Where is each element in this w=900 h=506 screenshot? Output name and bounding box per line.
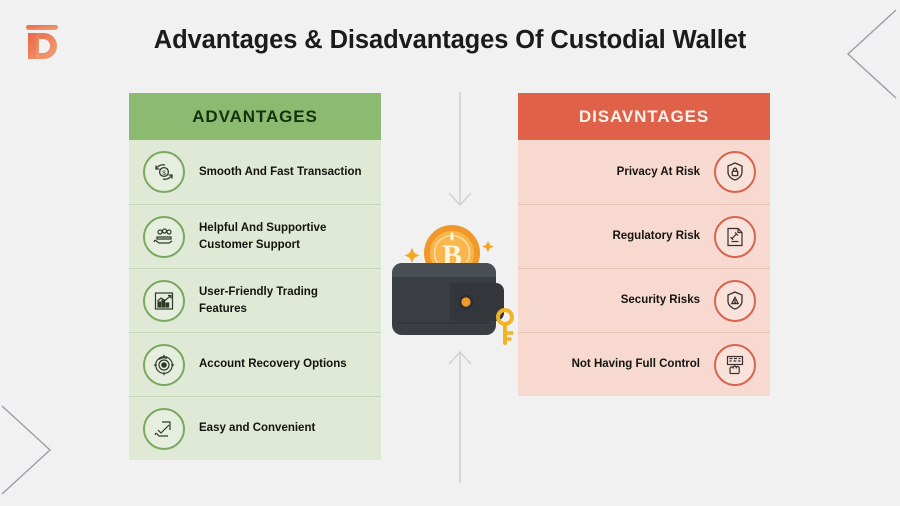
bitcoin-wallet-illustration: B xyxy=(388,205,522,353)
list-item-label: Not Having Full Control xyxy=(571,358,700,371)
advantages-heading: ADVANTAGES xyxy=(129,93,381,140)
list-item-label: Security Risks xyxy=(620,294,700,307)
easy-convenient-icon xyxy=(143,407,185,450)
list-item-label: User-Friendly Trading Features xyxy=(199,286,318,315)
list-item-label: Easy and Convenient xyxy=(199,422,316,435)
list-item[interactable]: Easy and Convenient xyxy=(129,396,381,460)
money-transfer-icon: $ xyxy=(143,151,185,193)
no-control-icon xyxy=(714,343,756,386)
arrow-up-icon xyxy=(440,345,480,485)
arrow-down-icon xyxy=(440,92,480,212)
list-item-label: Privacy At Risk xyxy=(616,165,700,178)
brand-logo xyxy=(14,18,70,66)
customer-support-icon xyxy=(143,215,185,258)
trading-chart-icon xyxy=(143,279,185,322)
advantages-panel: ADVANTAGES $ Smooth And Fast Transaction xyxy=(129,93,381,460)
list-item[interactable]: Security Risks xyxy=(518,268,770,332)
regulation-document-icon xyxy=(714,215,756,258)
advantages-list: $ Smooth And Fast Transaction xyxy=(129,140,381,460)
account-recovery-icon xyxy=(143,343,185,386)
list-item[interactable]: $ Smooth And Fast Transaction xyxy=(129,140,381,204)
list-item[interactable]: Helpful And Supportive Customer Support xyxy=(129,204,381,268)
shield-lock-icon xyxy=(714,151,756,193)
list-item[interactable]: Account Recovery Options xyxy=(129,332,381,396)
shield-warning-icon xyxy=(714,279,756,322)
disadvantages-panel: DISAVNTAGES Privacy At Risk Regulatory R… xyxy=(518,93,770,396)
disadvantages-list: Privacy At Risk Regulatory Risk xyxy=(518,140,770,396)
list-item-label: Regulatory Risk xyxy=(612,230,700,243)
list-item[interactable]: Not Having Full Control xyxy=(518,332,770,396)
disadvantages-heading: DISAVNTAGES xyxy=(518,93,770,140)
list-item[interactable]: User-Friendly Trading Features xyxy=(129,268,381,332)
list-item[interactable]: Privacy At Risk xyxy=(518,140,770,204)
list-item-label: Smooth And Fast Transaction xyxy=(199,165,362,178)
list-item-label: Helpful And Supportive Customer Support xyxy=(199,222,327,251)
svg-text:$: $ xyxy=(162,170,166,177)
page-title: Advantages & Disadvantages Of Custodial … xyxy=(153,26,747,54)
list-item[interactable]: Regulatory Risk xyxy=(518,204,770,268)
list-item-label: Account Recovery Options xyxy=(199,358,347,371)
